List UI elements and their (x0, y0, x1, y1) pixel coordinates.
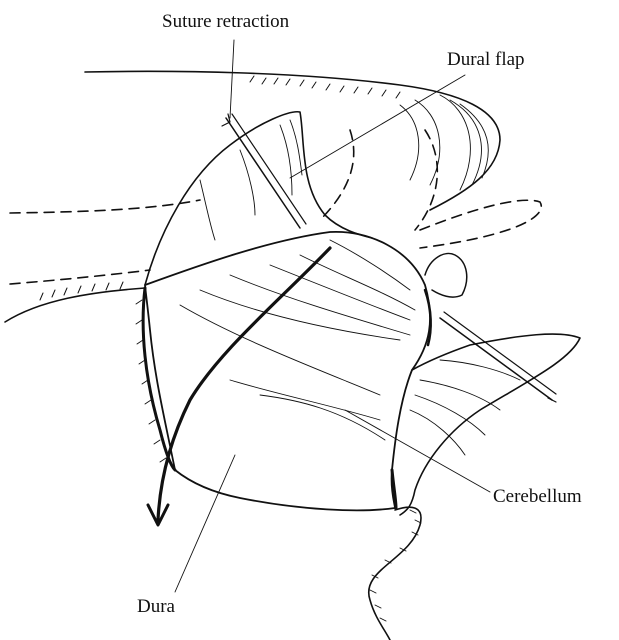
cerebellum-leader (345, 410, 490, 492)
suture-retraction-label: Suture retraction (162, 12, 289, 31)
lower-left-bone-edge (5, 288, 145, 322)
upper-right-striations (400, 95, 488, 190)
left-dashed-lower (10, 270, 150, 284)
suture-retraction-right (440, 318, 552, 400)
upper-edge-hatching (250, 76, 400, 98)
suture-retraction-top (226, 118, 300, 228)
dural-flap-leader (290, 75, 465, 178)
suture-retraction-leader (230, 40, 234, 118)
lower-brainstem-curve (369, 507, 421, 640)
cerebellum-striations (410, 360, 520, 455)
small-right-lobe (425, 254, 467, 298)
dural-flap-label: Dural flap (447, 50, 525, 69)
upper-bone-edge (85, 71, 500, 210)
dura-label: Dura (137, 597, 175, 616)
cerebellum-label: Cerebellum (493, 487, 582, 506)
dura-fold-lines (180, 240, 415, 440)
right-dashed-outline (420, 200, 541, 248)
left-dashed-upper (10, 200, 200, 213)
dural-flap-striations (200, 120, 302, 240)
